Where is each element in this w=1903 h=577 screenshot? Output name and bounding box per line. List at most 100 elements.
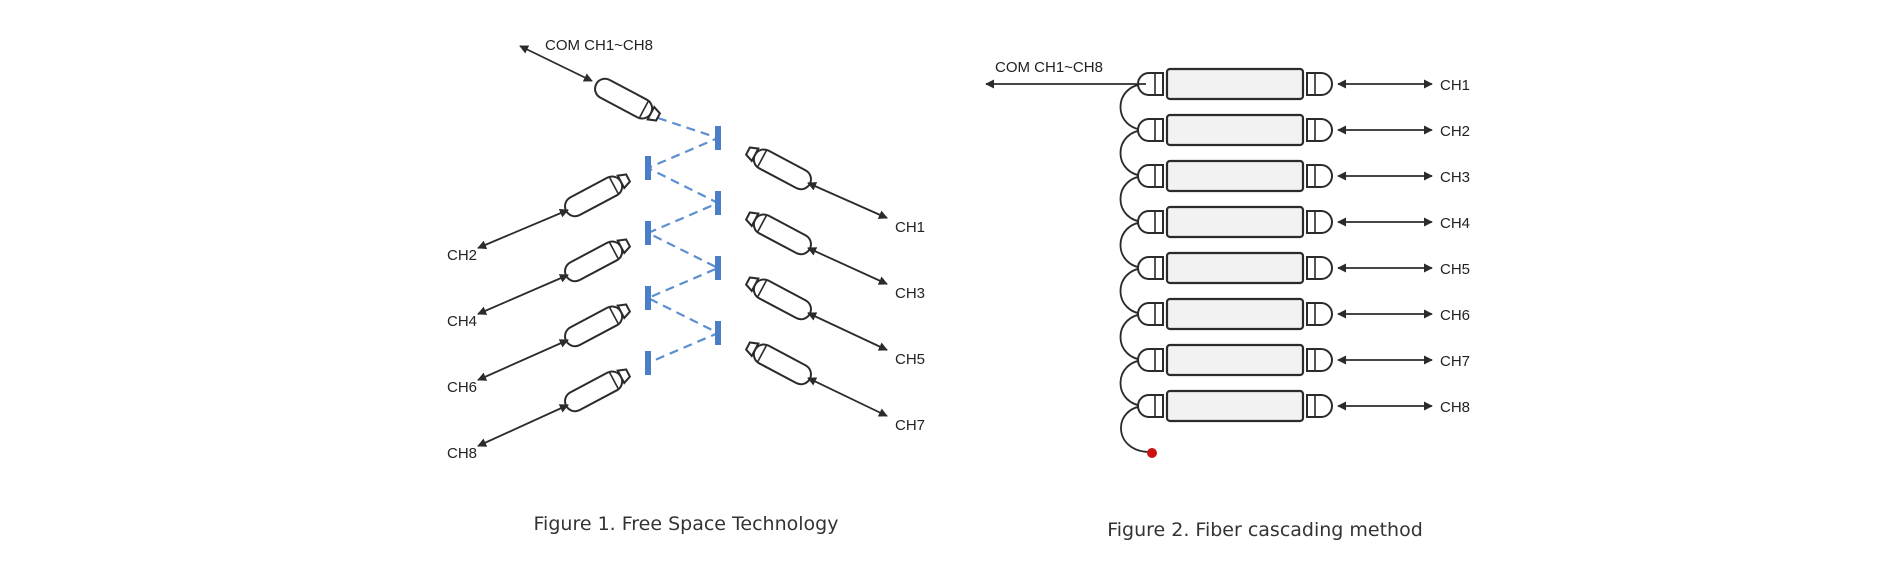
- left-collimator-3-body: [564, 305, 624, 348]
- com-collimator-body: [594, 77, 654, 120]
- filter-left-4: [645, 351, 651, 375]
- fig2-ch-label-2: CH2: [1440, 123, 1470, 140]
- right-collimator-4-joint: [757, 345, 768, 362]
- right-collimator-2: [744, 211, 812, 256]
- right-collimator-1: [744, 146, 812, 191]
- left-cap-7: [1137, 348, 1164, 372]
- right-cap-7: [1306, 348, 1333, 372]
- right-cap-8: [1306, 394, 1333, 418]
- right-collimator-1-body: [752, 148, 812, 191]
- left-collimator-1: [564, 173, 632, 218]
- fig1-ch3-label: CH3: [895, 285, 925, 302]
- fig2-ch-label-5: CH5: [1440, 261, 1470, 278]
- left-cap-2: [1137, 118, 1164, 142]
- cascade-device-8: [1137, 389, 1333, 423]
- right-cap-2: [1306, 118, 1333, 142]
- fig1-ch2-label: CH2: [447, 247, 477, 264]
- fig2-ch-label-6: CH6: [1440, 307, 1470, 324]
- device-body-1: [1165, 67, 1305, 101]
- left-cap-1: [1137, 72, 1164, 96]
- fiber-path: [1119, 83, 1151, 453]
- filter-left-2: [645, 221, 651, 245]
- light-path-beams: [645, 116, 722, 365]
- right-cap-4: [1306, 210, 1333, 234]
- fig2-ch-label-3: CH3: [1440, 169, 1470, 186]
- device-body-6: [1165, 297, 1305, 331]
- figure-1-free-space: COM CH1~CH8 CH1 CH3 CH5 CH7 CH2 CH4 CH6 …: [447, 37, 925, 535]
- right-collimator-4-body: [752, 343, 812, 386]
- left-cap-5: [1137, 256, 1164, 280]
- left-cap-6: [1137, 302, 1164, 326]
- cascade-device-4: [1137, 205, 1333, 239]
- fig1-ch8-label: CH8: [447, 445, 477, 462]
- ch-left-arrow-1: [477, 209, 569, 249]
- ch-left-arrow-2: [477, 274, 569, 315]
- fig1-com-label: COM CH1~CH8: [545, 37, 653, 54]
- fiber-end-dot: [1147, 448, 1157, 458]
- fig2-ch-label-4: CH4: [1440, 215, 1470, 232]
- fig2-ch-label-7: CH7: [1440, 353, 1470, 370]
- fig2-ch-label-1: CH1: [1440, 77, 1470, 94]
- fig1-ch1-label: CH1: [895, 219, 925, 236]
- right-collimator-2-joint: [757, 215, 768, 232]
- cascade-device-5: [1137, 251, 1333, 285]
- right-cap-1: [1306, 72, 1333, 96]
- left-collimator-3: [564, 303, 632, 348]
- com-collimator-joint: [638, 101, 649, 118]
- ch-right-arrow-3: [807, 312, 888, 351]
- device-body-8: [1165, 389, 1305, 423]
- filter-left-3: [645, 286, 651, 310]
- ch-left-arrow-3: [477, 339, 569, 381]
- right-collimator-1-tip: [744, 146, 760, 163]
- device-body-5: [1165, 251, 1305, 285]
- right-cap-6: [1306, 302, 1333, 326]
- fig2-caption: Figure 2. Fiber cascading method: [1107, 519, 1423, 541]
- cascade-device-1: [1137, 67, 1333, 101]
- ch-left-arrow-4: [477, 404, 569, 447]
- left-collimator-1-tip: [616, 173, 632, 190]
- ch-right-arrow-2: [807, 247, 888, 285]
- right-collimator-4: [744, 341, 812, 386]
- left-collimator-4-joint: [608, 372, 619, 389]
- right-collimator-2-body: [752, 213, 812, 256]
- thin-film-filters: [645, 126, 721, 375]
- com-collimator: [594, 77, 662, 122]
- zigzag-beam: [645, 116, 722, 365]
- left-collimator-3-tip: [616, 303, 632, 320]
- cascade-fiber: [1119, 83, 1157, 458]
- fig2-ch-label-8: CH8: [1440, 399, 1470, 416]
- fig1-caption: Figure 1. Free Space Technology: [534, 513, 839, 535]
- filter-right-1: [715, 126, 721, 150]
- right-collimator-2-tip: [744, 211, 760, 228]
- left-collimator-2-joint: [608, 242, 619, 259]
- left-collimator-2-body: [564, 240, 624, 283]
- left-collimator-1-body: [564, 175, 624, 218]
- right-cap-3: [1306, 164, 1333, 188]
- right-cap-5: [1306, 256, 1333, 280]
- fig1-ch7-label: CH7: [895, 417, 925, 434]
- right-collimator-3-body: [752, 278, 812, 321]
- left-collimator-2-tip: [616, 238, 632, 255]
- fig1-ch6-label: CH6: [447, 379, 477, 396]
- cascade-device-7: [1137, 343, 1333, 377]
- left-cap-8: [1137, 394, 1164, 418]
- left-collimator-4-body: [564, 370, 624, 413]
- right-collimator-3-joint: [757, 280, 768, 297]
- filter-right-4: [715, 321, 721, 345]
- filter-right-3: [715, 256, 721, 280]
- device-body-7: [1165, 343, 1305, 377]
- ch-right-arrow-1: [807, 182, 888, 219]
- device-body-3: [1165, 159, 1305, 193]
- ch-right-arrow-4: [807, 377, 888, 417]
- com-collimator-tip: [646, 105, 662, 122]
- left-cap-3: [1137, 164, 1164, 188]
- device-body-2: [1165, 113, 1305, 147]
- filter-left-1: [645, 156, 651, 180]
- left-collimator-4-tip: [616, 368, 632, 385]
- com-arrow: [519, 45, 593, 82]
- fig1-ch4-label: CH4: [447, 313, 477, 330]
- left-cap-4: [1137, 210, 1164, 234]
